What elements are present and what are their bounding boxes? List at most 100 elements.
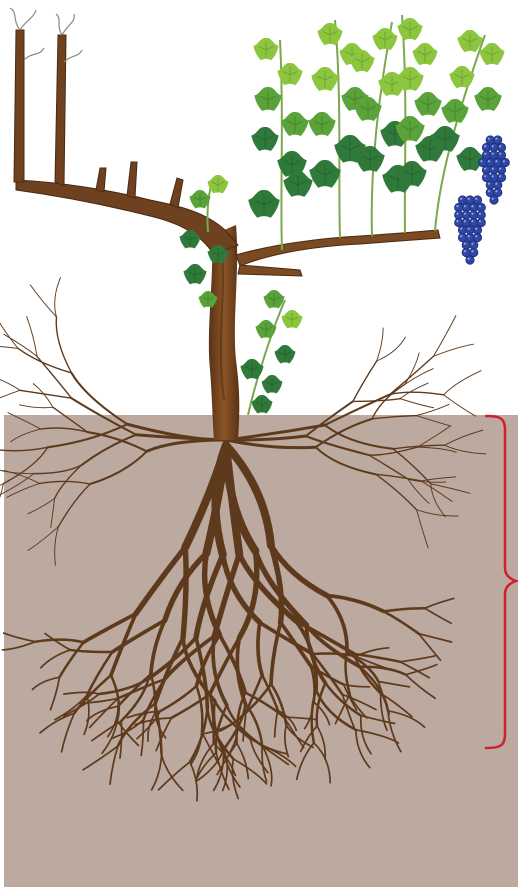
root bbox=[27, 317, 37, 357]
leaf bbox=[248, 190, 280, 218]
root bbox=[190, 708, 207, 762]
leaf bbox=[251, 127, 278, 151]
leaf bbox=[479, 43, 504, 65]
root bbox=[92, 721, 121, 741]
root bbox=[70, 650, 112, 652]
root bbox=[56, 317, 71, 373]
grape bbox=[494, 136, 502, 144]
root bbox=[237, 743, 249, 778]
root bbox=[4, 633, 36, 642]
root bbox=[7, 483, 40, 497]
root bbox=[226, 440, 316, 448]
root bbox=[183, 547, 186, 637]
root bbox=[301, 726, 317, 751]
root bbox=[40, 713, 74, 733]
root bbox=[32, 677, 59, 689]
root bbox=[171, 694, 210, 718]
root bbox=[377, 337, 406, 361]
grape bbox=[497, 173, 505, 181]
root bbox=[306, 436, 369, 455]
leaf bbox=[253, 38, 278, 60]
root bbox=[35, 640, 83, 643]
root bbox=[72, 373, 128, 424]
old-cordon bbox=[14, 30, 238, 255]
root bbox=[0, 314, 18, 348]
root bbox=[41, 428, 88, 432]
root bbox=[2, 642, 35, 650]
root bbox=[72, 398, 137, 435]
leaf bbox=[282, 310, 303, 329]
root bbox=[50, 677, 59, 709]
root bbox=[361, 716, 371, 754]
leaf bbox=[256, 320, 277, 339]
root bbox=[99, 679, 148, 694]
root bbox=[425, 608, 451, 623]
leaf bbox=[397, 18, 422, 40]
root bbox=[30, 285, 56, 317]
root bbox=[417, 510, 459, 516]
grape bbox=[477, 218, 485, 226]
root bbox=[306, 401, 353, 436]
root bbox=[20, 405, 54, 408]
shoot bbox=[335, 20, 340, 238]
root bbox=[388, 711, 425, 727]
root bbox=[0, 373, 20, 391]
grape bbox=[497, 151, 505, 159]
root bbox=[271, 684, 286, 725]
leaf bbox=[317, 23, 342, 45]
root bbox=[377, 328, 383, 361]
grape bbox=[490, 196, 498, 204]
root bbox=[87, 652, 112, 695]
root bbox=[64, 692, 99, 694]
root bbox=[353, 361, 377, 401]
leaf bbox=[449, 66, 474, 88]
root bbox=[316, 447, 376, 474]
leaf bbox=[254, 87, 281, 111]
root bbox=[400, 399, 434, 408]
root bbox=[416, 404, 449, 415]
root bbox=[28, 527, 59, 551]
root bbox=[444, 371, 481, 395]
root bbox=[444, 395, 476, 416]
grape bbox=[473, 233, 481, 241]
leaf bbox=[281, 112, 308, 136]
leaf bbox=[474, 87, 501, 111]
root bbox=[417, 510, 429, 548]
root bbox=[190, 762, 197, 801]
root bbox=[390, 392, 444, 395]
root bbox=[388, 711, 401, 752]
leaf bbox=[311, 67, 338, 91]
leaf bbox=[441, 99, 468, 123]
green-shoots bbox=[207, 15, 485, 415]
root bbox=[59, 642, 83, 677]
grape bbox=[473, 196, 481, 204]
grape bbox=[501, 158, 509, 166]
root bbox=[147, 440, 226, 451]
root bbox=[285, 725, 289, 756]
leaf bbox=[412, 43, 437, 65]
root bbox=[372, 384, 405, 419]
grape bbox=[470, 248, 478, 256]
root bbox=[136, 547, 186, 614]
root bbox=[445, 445, 486, 454]
root bbox=[58, 484, 90, 527]
leaf bbox=[275, 345, 296, 364]
root bbox=[4, 334, 37, 356]
root-system bbox=[0, 278, 486, 801]
root bbox=[421, 481, 452, 502]
root bbox=[55, 527, 59, 566]
leaf bbox=[457, 30, 482, 52]
root bbox=[11, 429, 41, 442]
root bbox=[445, 430, 483, 445]
root bbox=[8, 413, 41, 429]
root bbox=[28, 499, 55, 514]
root bbox=[18, 348, 72, 373]
root bbox=[390, 356, 434, 394]
leaf bbox=[309, 160, 341, 188]
leaf bbox=[264, 290, 285, 309]
root bbox=[383, 611, 418, 633]
root bbox=[383, 608, 425, 611]
root bbox=[55, 695, 87, 720]
root bbox=[45, 634, 70, 650]
